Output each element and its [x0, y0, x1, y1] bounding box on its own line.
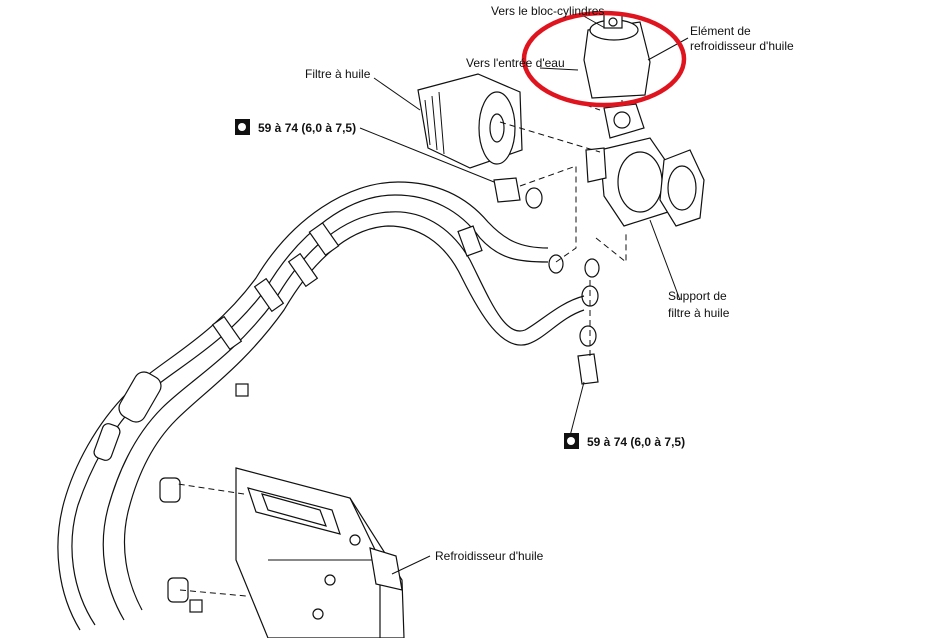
cooler-element: [583, 13, 651, 139]
label-torque-top: 59 à 74 (6,0 à 7,5): [258, 121, 356, 135]
label-vers-bloc: Vers le bloc-cylindres: [491, 4, 604, 18]
label-support-line1: Support de: [668, 289, 727, 303]
highlight-circle: [521, 10, 687, 108]
torque-wrench-icon: [235, 119, 250, 135]
label-element-line1: Elément de: [690, 24, 751, 38]
label-filtre: Filtre à huile: [305, 67, 371, 81]
oil-filter: [417, 73, 523, 169]
assembly-lines: [177, 91, 627, 597]
oil-hoses: [57, 181, 585, 631]
label-torque-bottom: 59 à 74 (6,0 à 7,5): [587, 435, 685, 449]
label-refroidisseur: Refroidisseur d'huile: [435, 549, 544, 563]
label-support-line2: filtre à huile: [668, 306, 730, 320]
label-vers-entree: Vers l'entrée d'eau: [466, 56, 565, 70]
oil-cooler: [235, 467, 405, 638]
label-element-line2: refroidisseur d'huile: [690, 39, 794, 53]
leader-lines: [359, 13, 689, 575]
torque-wrench-icon: [564, 433, 579, 449]
fittings: [493, 177, 600, 385]
filter-bracket: [585, 137, 705, 227]
